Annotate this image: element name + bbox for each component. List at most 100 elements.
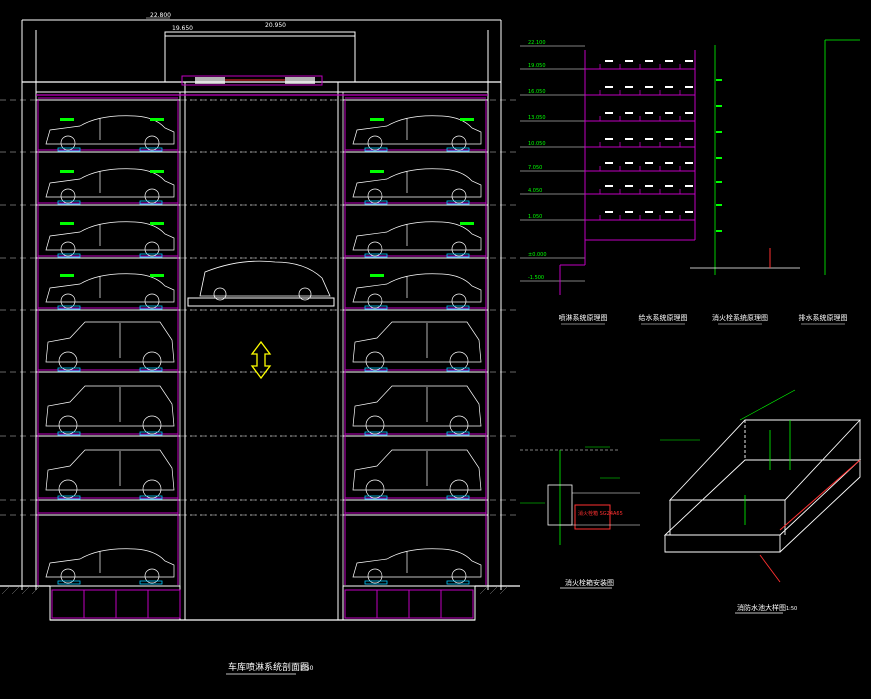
branch-tag — [645, 60, 653, 62]
branch-tag — [605, 211, 613, 213]
riser-tag — [716, 131, 722, 133]
car-icon — [352, 548, 482, 585]
branch-tag — [625, 185, 633, 187]
car-icon — [352, 273, 482, 310]
car-icon — [45, 221, 175, 258]
riser-title: 给水系统原理图 — [639, 313, 688, 322]
car-icon — [45, 168, 175, 205]
building-section — [0, 19, 520, 621]
section-scale: 1:50 — [300, 665, 314, 672]
elevator-arrow-icon — [250, 340, 272, 380]
branch-tag — [625, 60, 633, 62]
riser-level-label: ±0.000 — [528, 252, 547, 258]
lift-platform — [187, 260, 335, 307]
pipe-label — [460, 118, 474, 121]
branch-tag — [605, 138, 613, 140]
branch-tag — [665, 60, 673, 62]
tank-detail-scale: 1:50 — [786, 606, 797, 612]
top-level-marks: 22.800 20.950 19.650 — [146, 12, 286, 32]
pipe-label — [150, 274, 164, 277]
riser-diagram: 22.10019.05016.05013.05010.0507.0504.050… — [520, 39, 860, 295]
riser-level-label: -1.500 — [528, 275, 544, 281]
svg-text:19.650: 19.650 — [172, 25, 193, 32]
car-icon — [352, 221, 482, 258]
branch-tag — [685, 211, 693, 213]
car-icon — [45, 321, 175, 372]
riser-tag — [716, 230, 722, 232]
svg-text:22.800: 22.800 — [150, 12, 171, 19]
branch-tag — [645, 112, 653, 114]
pipe-label — [60, 274, 74, 277]
car-icon — [352, 115, 482, 152]
tank-detail — [660, 389, 862, 583]
branch-tag — [625, 86, 633, 88]
branch-tag — [645, 211, 653, 213]
riser-tag — [716, 105, 722, 107]
riser-level-label: 19.050 — [528, 63, 546, 69]
branch-tag — [605, 60, 613, 62]
pipe-label — [60, 222, 74, 225]
branch-tag — [665, 211, 673, 213]
branch-tag — [665, 162, 673, 164]
branch-tag — [625, 138, 633, 140]
hydrant-detail-title: 消火栓箱安装图 — [565, 578, 614, 587]
pit-frames — [51, 589, 474, 619]
pipe-label — [150, 222, 164, 225]
car-icon — [45, 385, 175, 436]
riser-tag — [716, 157, 722, 159]
branch-tag — [645, 86, 653, 88]
riser-level-label: 1.050 — [528, 214, 542, 220]
car-icon — [352, 168, 482, 205]
branch-tag — [685, 185, 693, 187]
pipe-label — [370, 170, 384, 173]
riser-level-label: 16.050 — [528, 89, 546, 95]
riser-level-label: 13.050 — [528, 115, 546, 121]
branch-tag — [665, 185, 673, 187]
branch-tag — [685, 112, 693, 114]
car-icon — [352, 385, 482, 436]
branch-tag — [685, 86, 693, 88]
car-icon — [45, 449, 175, 500]
tank-detail-title: 消防水池大样图 — [737, 603, 786, 612]
riser-tag — [716, 204, 722, 206]
hydrant-note: 消火栓箱 SG24A65 — [578, 510, 623, 517]
hydrant-detail: 消火栓箱 SG24A65 — [520, 446, 640, 545]
car-icon — [352, 321, 482, 372]
riser-titles: 喷淋系统原理图 给水系统原理图 消火栓系统原理图 排水系统原理图 — [559, 313, 848, 325]
branch-tag — [685, 162, 693, 164]
branch-tag — [645, 138, 653, 140]
riser-title: 排水系统原理图 — [799, 313, 848, 322]
car-icon — [45, 115, 175, 152]
pipe-label — [370, 274, 384, 277]
section-caption: 车库喷淋系统剖面图 — [228, 661, 309, 673]
branch-tag — [605, 185, 613, 187]
riser-tag — [716, 181, 722, 183]
branch-tag — [625, 211, 633, 213]
branch-tag — [605, 112, 613, 114]
pipe-label — [150, 118, 164, 121]
car-icon — [352, 449, 482, 500]
branch-tag — [665, 138, 673, 140]
riser-title: 喷淋系统原理图 — [559, 313, 608, 322]
branch-tag — [665, 86, 673, 88]
floor-slabs — [0, 94, 520, 585]
pipe-label — [60, 170, 74, 173]
pipe-label — [60, 118, 74, 121]
car-icon — [45, 548, 175, 585]
riser-level-label: 7.050 — [528, 165, 542, 171]
branch-tag — [685, 138, 693, 140]
car-icon — [45, 273, 175, 310]
roof-pipe-manifold — [181, 75, 323, 86]
riser-level-label: 10.050 — [528, 141, 546, 147]
riser-level-label: 4.050 — [528, 188, 542, 194]
branch-tag — [605, 86, 613, 88]
svg-text:20.950: 20.950 — [265, 22, 286, 29]
branch-tag — [685, 60, 693, 62]
riser-title: 消火栓系统原理图 — [712, 313, 768, 322]
riser-tag — [716, 79, 722, 81]
branch-tag — [625, 112, 633, 114]
pipe-label — [460, 222, 474, 225]
branch-tag — [605, 162, 613, 164]
branch-tag — [625, 162, 633, 164]
